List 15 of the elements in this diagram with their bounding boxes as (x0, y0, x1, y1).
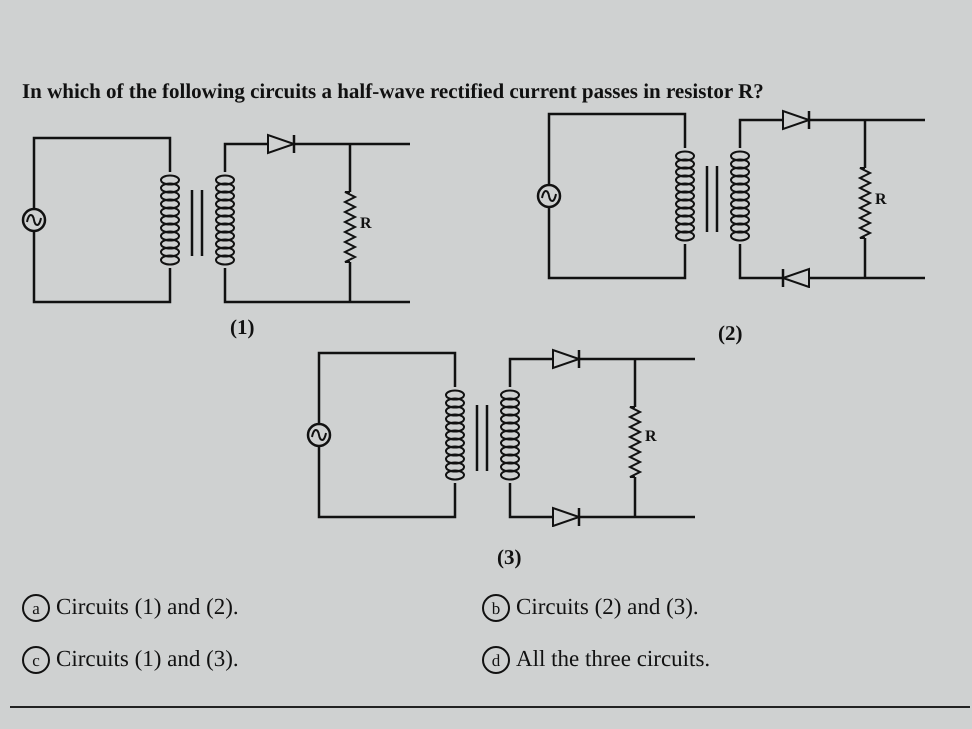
title: In which of the following circuits a half-wave rectified current passes in resistor R? (22, 78, 764, 105)
resistor-label: R (875, 190, 887, 210)
option-letter: c (22, 646, 50, 674)
option-text: Circuits (1) and (3). (56, 645, 239, 673)
option-text: All the three circuits. (516, 645, 710, 673)
resistor-label: R (645, 427, 657, 447)
circuit-number: (2) (718, 320, 742, 347)
resistor-label: R (360, 214, 372, 234)
option-text: Circuits (1) and (2). (56, 593, 239, 621)
option-letter: a (22, 594, 50, 622)
option-letter: b (482, 594, 510, 622)
circuit-number: (3) (497, 544, 522, 571)
option-letter: d (482, 646, 510, 674)
circuit-number: (1) (230, 314, 254, 341)
option-text: Circuits (2) and (3). (516, 593, 699, 621)
